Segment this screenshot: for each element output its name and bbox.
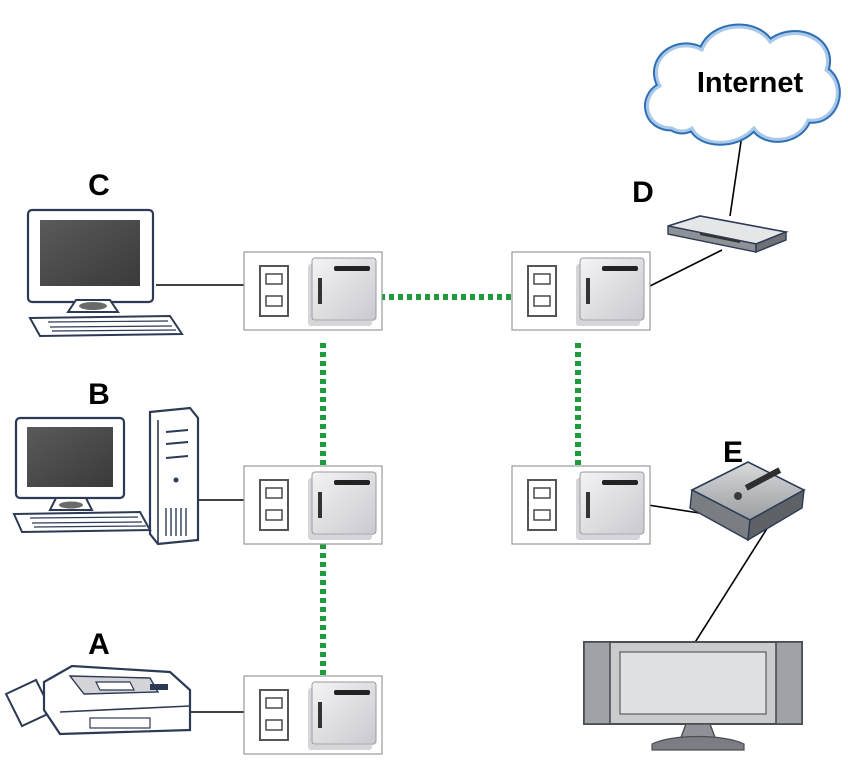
cable-tv bbox=[693, 526, 769, 645]
powerline-links bbox=[320, 294, 581, 676]
label-e: E bbox=[723, 436, 743, 469]
cloud-icon: Internet bbox=[644, 23, 841, 146]
flat-tv-icon bbox=[583, 641, 803, 751]
powerline-adapter-e bbox=[511, 465, 651, 545]
powerline-adapter-a bbox=[243, 675, 383, 755]
label-b: B bbox=[88, 378, 110, 411]
printer-icon bbox=[4, 664, 192, 736]
label-d: D bbox=[632, 176, 654, 209]
label-c: C bbox=[88, 169, 110, 202]
internet-label: Internet bbox=[697, 67, 804, 99]
label-a: A bbox=[88, 628, 110, 661]
cable-d bbox=[647, 249, 723, 288]
media-player-box-icon bbox=[689, 461, 806, 542]
powerline-adapter-c: powerline-adapter-icon bbox=[243, 251, 383, 331]
device-cables bbox=[156, 127, 769, 713]
powerline-adapter-d bbox=[511, 251, 651, 331]
modem-router-icon bbox=[667, 215, 789, 254]
powerline-adapter-b bbox=[243, 465, 383, 545]
monitor-computer-icon bbox=[26, 208, 184, 338]
desktop-tower-computer-icon bbox=[12, 406, 200, 546]
cable-internet bbox=[729, 127, 744, 217]
